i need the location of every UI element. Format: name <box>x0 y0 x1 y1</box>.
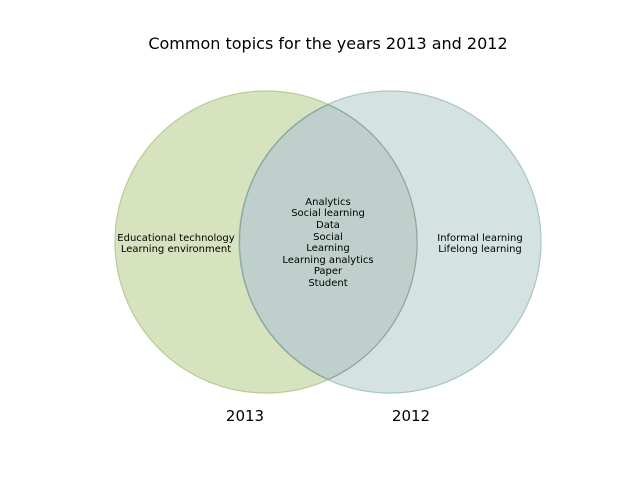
shared-item: Social learning <box>291 208 365 219</box>
shared-item: Data <box>316 220 340 231</box>
chart-title: Common topics for the years 2013 and 201… <box>148 34 507 53</box>
shared-items: Analytics Social learning Data Social Le… <box>282 197 373 289</box>
shared-item: Social <box>313 232 343 243</box>
set-2012-label: 2012 <box>392 407 430 425</box>
overlap-region <box>238 103 418 381</box>
shared-item: Student <box>308 278 347 289</box>
shared-item: Learning analytics <box>282 255 373 266</box>
set-2013-item: Learning environment <box>121 244 231 255</box>
shared-item: Analytics <box>305 197 350 208</box>
set-2013-label: 2013 <box>226 407 264 425</box>
set-2012-item: Lifelong learning <box>438 244 522 255</box>
set-2012-item: Informal learning <box>437 233 522 244</box>
shared-item: Learning <box>306 243 349 254</box>
set-2013-item: Educational technology <box>117 233 234 244</box>
shared-item: Paper <box>314 266 343 277</box>
set-2012-only-items: Informal learning Lifelong learning <box>437 233 522 255</box>
set-2013-only-items: Educational technology Learning environm… <box>117 233 234 255</box>
